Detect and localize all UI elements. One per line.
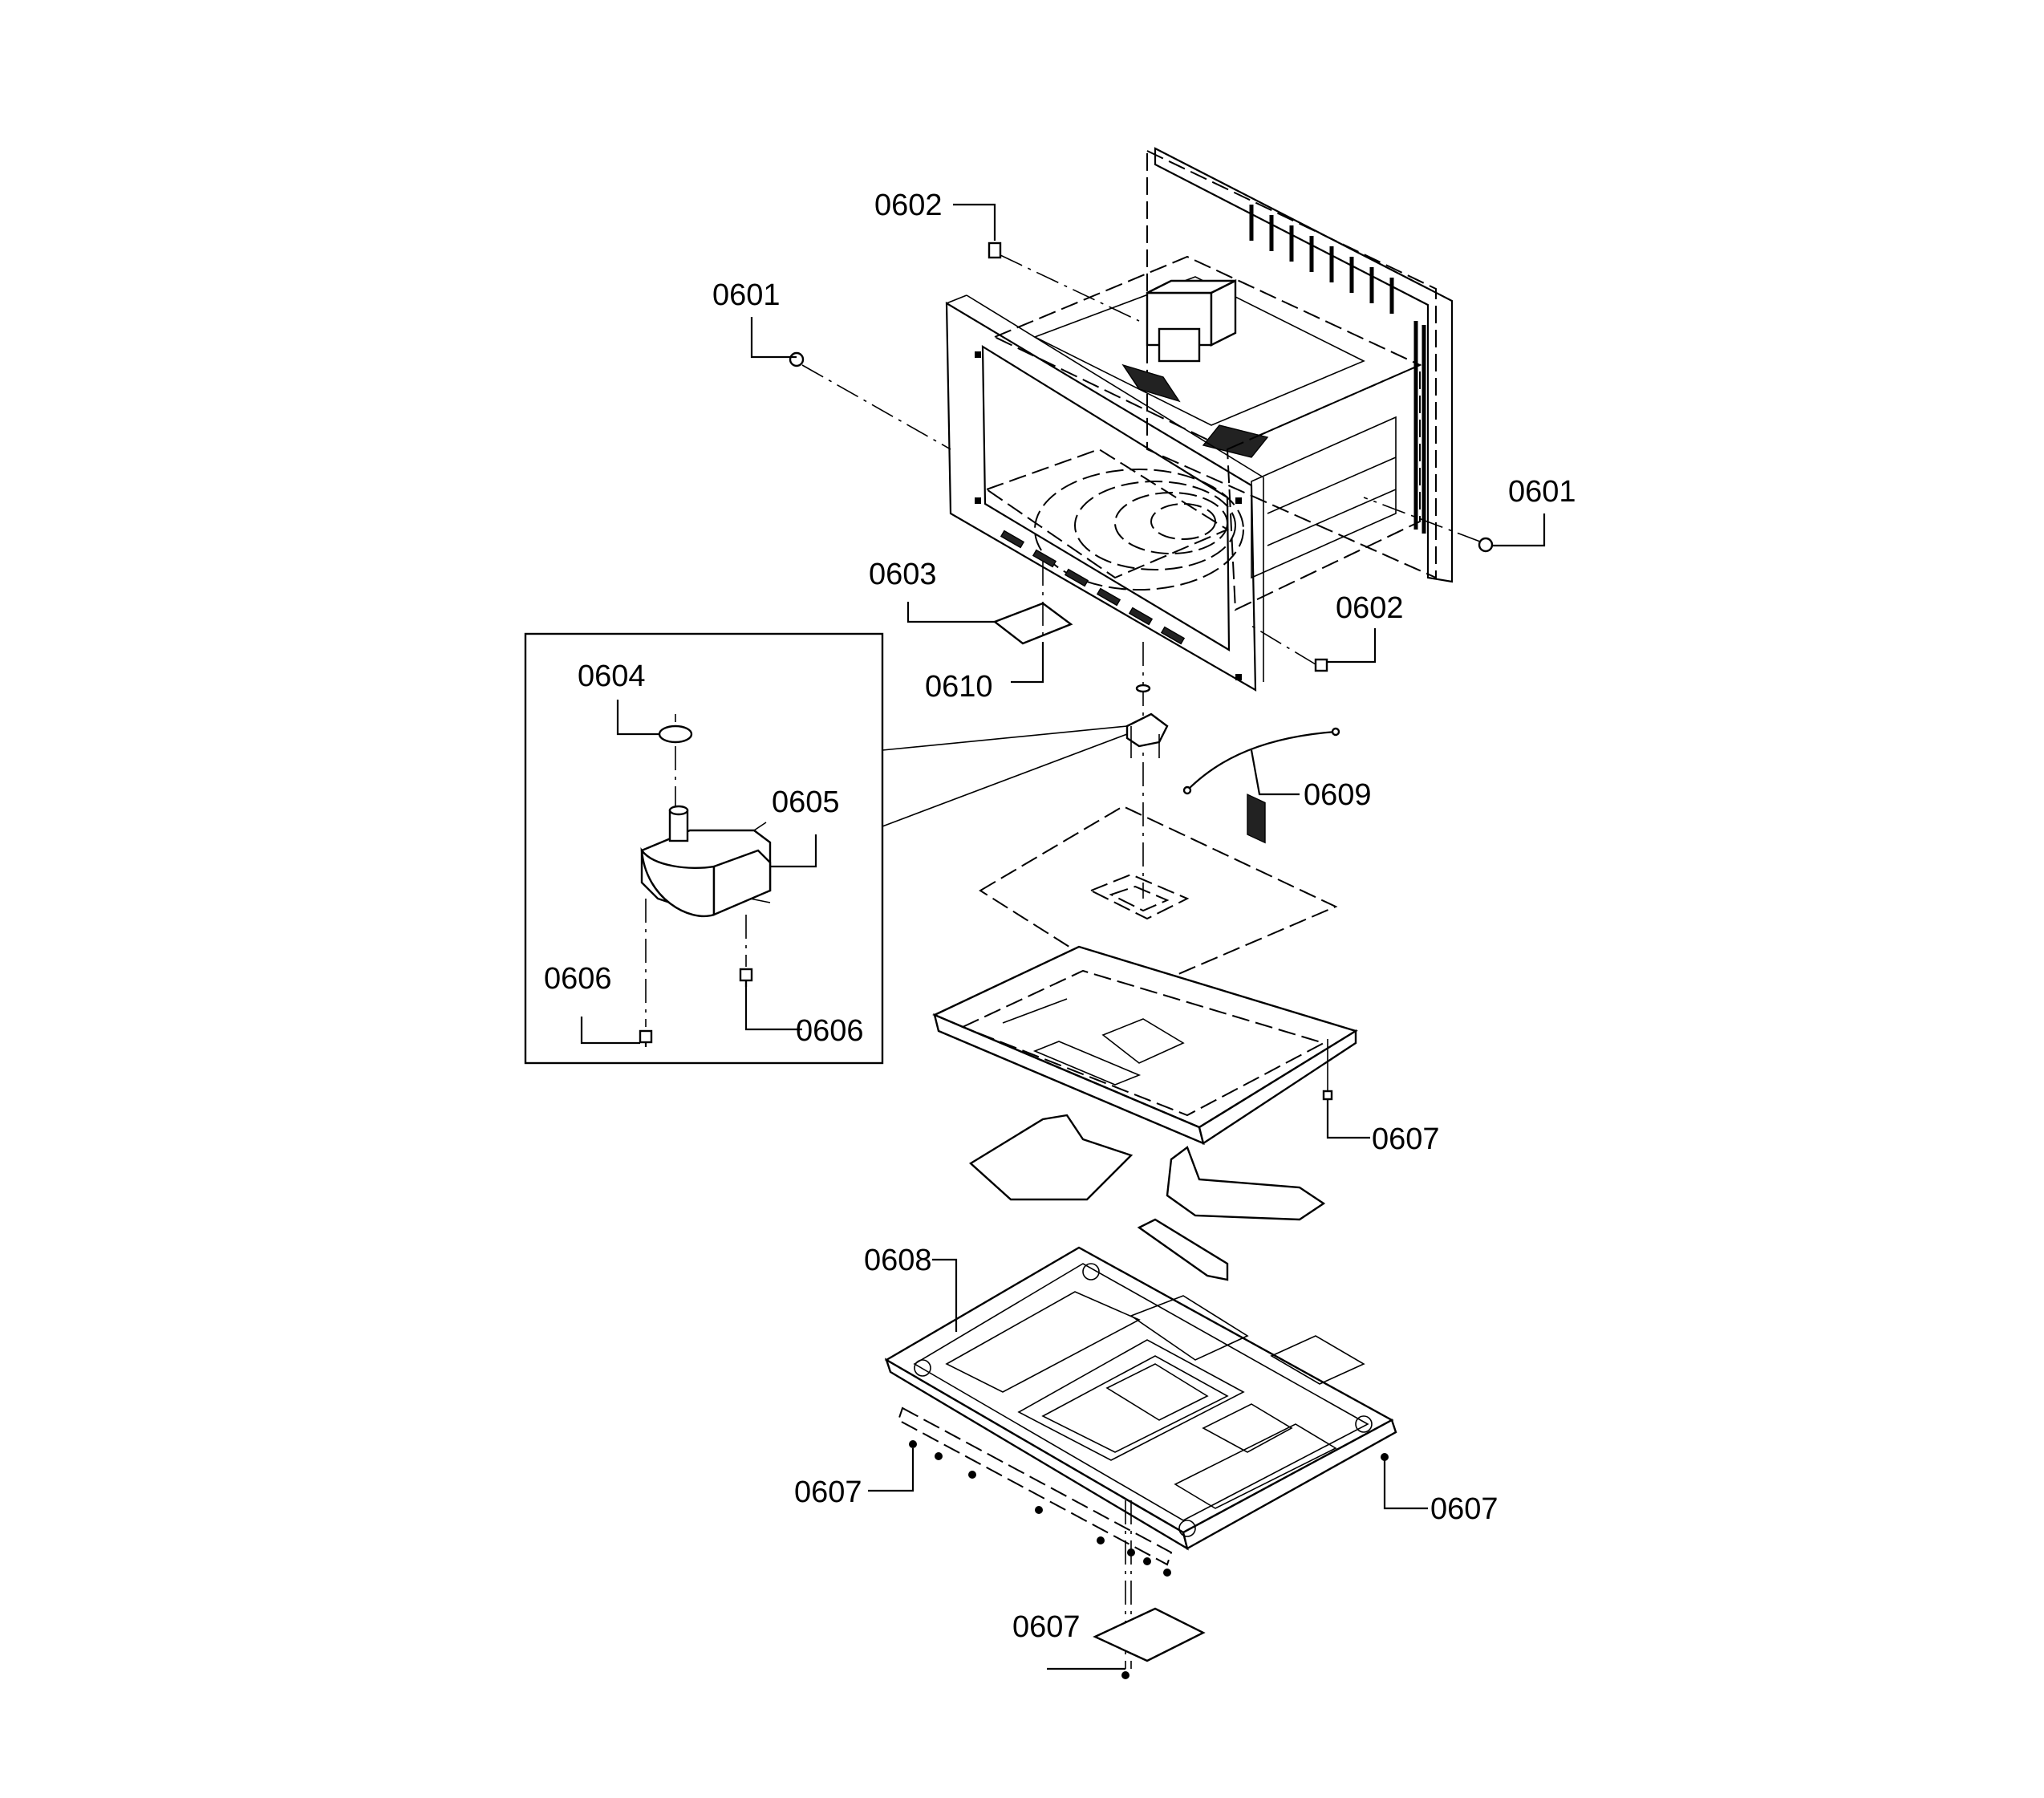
callout-0607-right: 0607 (1430, 1492, 1499, 1526)
callout-0607-bottom: 0607 (1012, 1610, 1081, 1644)
callout-0603: 0603 (869, 558, 937, 591)
callout-0601-left: 0601 (712, 278, 781, 312)
washer-0604 (658, 724, 693, 744)
callout-0602-top: 0602 (874, 189, 943, 222)
screw-0601-right (1478, 537, 1494, 553)
callout-0608: 0608 (864, 1244, 932, 1277)
baffle-left (969, 1114, 1134, 1201)
bottom-plate-0608 (884, 1246, 1397, 1566)
base-frame (932, 945, 1358, 1281)
motor-detail-inset (524, 632, 1128, 1065)
wire-0609 (1186, 730, 1336, 791)
clip-0602-bottom (1314, 658, 1328, 672)
callout-0610: 0610 (925, 670, 993, 704)
callout-0606-right: 0606 (796, 1014, 864, 1048)
cavity-assembly (945, 147, 1454, 844)
callout-0605: 0605 (772, 785, 840, 819)
turntable-motor-0605 (640, 805, 772, 918)
callout-0607-base: 0607 (1372, 1122, 1440, 1156)
cover-plate-bottom (1093, 1607, 1206, 1662)
motor-mount (1125, 642, 1169, 899)
callout-0604: 0604 (578, 660, 646, 693)
screw-0601-left (789, 351, 805, 367)
screw-0606-left (639, 1029, 653, 1047)
callout-0609: 0609 (1304, 778, 1372, 812)
rear-vent-slats (1249, 205, 1426, 534)
callout-labels: 0602 0601 0601 0603 0602 0610 0604 0605 … (544, 189, 1576, 1644)
bottom-screws (909, 1440, 1389, 1577)
callout-0607-left: 0607 (794, 1475, 862, 1509)
callout-0602-bottom: 0602 (1336, 591, 1404, 625)
bracket (1137, 1218, 1229, 1281)
plate-0603 (992, 602, 1073, 645)
callout-0606-left: 0606 (544, 962, 612, 996)
baffle-right (1166, 1146, 1326, 1221)
callout-0601-right: 0601 (1508, 475, 1576, 509)
clip-0602-top (988, 241, 1002, 259)
middle-plate (979, 805, 1338, 992)
leader-lines (580, 203, 1546, 1670)
